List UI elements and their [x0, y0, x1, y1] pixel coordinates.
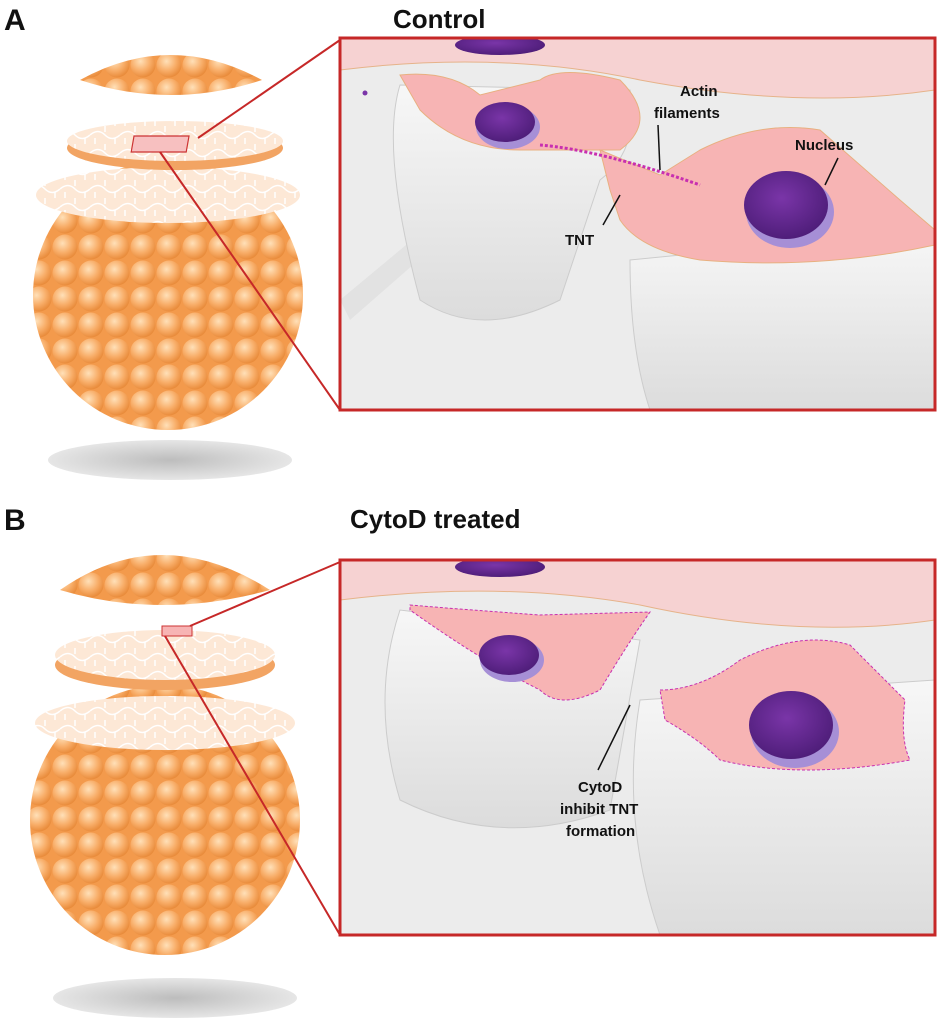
zoom-lines-a: [159, 39, 341, 411]
zoom-panel-control: Actin filaments Nucleus TNT: [338, 36, 937, 412]
label-nucleus: Nucleus: [795, 137, 853, 154]
panel-a-title: Control: [393, 4, 485, 34]
panel-a-letter: A: [4, 4, 26, 37]
zoom-lines-b: [164, 561, 341, 936]
zoom-region-marker: [130, 135, 190, 153]
top-slice: [80, 55, 262, 95]
label-actin-line1: Actin: [680, 83, 718, 100]
zoom-frame-b: [338, 558, 937, 937]
spheroid-body: [33, 160, 303, 430]
label-actin-line2: filaments: [654, 105, 720, 122]
zoom-panel-cytod: CytoD inhibit TNT formation: [338, 558, 937, 937]
spheroid-cytod: [30, 555, 300, 1018]
label-tnt: TNT: [565, 232, 594, 249]
spheroid-cut-surface: [36, 167, 300, 223]
label-cytod-line3: formation: [566, 823, 635, 840]
top-slice: [60, 555, 270, 605]
middle-slice: [55, 630, 275, 680]
spheroid-control: [33, 55, 303, 480]
panel-b-letter: B: [4, 504, 26, 537]
spheroid-shadow: [53, 978, 297, 1018]
label-cytod-line2: inhibit TNT: [560, 801, 638, 818]
zoom-frame-a: [338, 36, 937, 412]
spheroid-cut-surface: [35, 696, 295, 750]
zoom-region-marker: [161, 625, 193, 637]
label-cytod-line1: CytoD: [578, 779, 622, 796]
spheroid-shadow: [48, 440, 292, 480]
panel-b-title: CytoD treated: [350, 504, 520, 534]
